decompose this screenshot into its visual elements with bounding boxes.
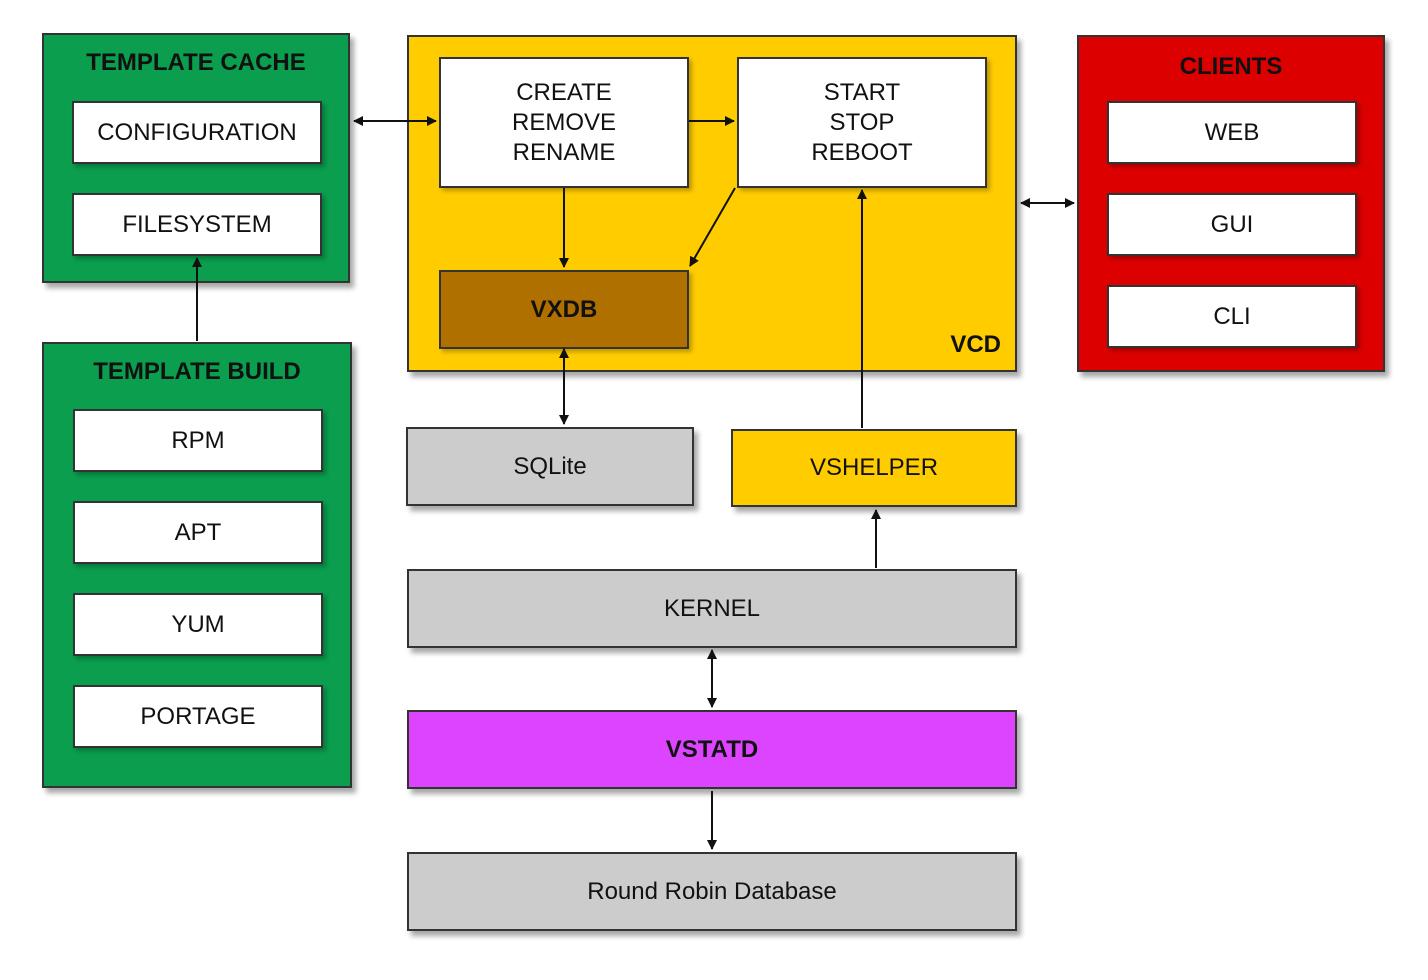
vstatd-box: VSTATD bbox=[407, 710, 1017, 789]
portage-label: PORTAGE bbox=[140, 702, 256, 730]
gui-label: GUI bbox=[1210, 210, 1254, 238]
cli-box: CLI bbox=[1107, 285, 1357, 348]
kernel-label: KERNEL bbox=[663, 594, 761, 622]
clients-group: CLIENTS WEB GUI CLI bbox=[1077, 35, 1385, 372]
vxdb-box: VXDB bbox=[439, 270, 689, 349]
apt-box: APT bbox=[73, 501, 323, 564]
sqlite-box: SQLite bbox=[406, 427, 694, 506]
rpm-label: RPM bbox=[171, 426, 225, 454]
op-stop: STOP bbox=[829, 108, 895, 136]
rrd-box: Round Robin Database bbox=[407, 852, 1017, 931]
create-remove-rename-box: CREATE REMOVE RENAME bbox=[439, 57, 689, 188]
vxdb-label: VXDB bbox=[530, 295, 598, 323]
op-reboot: REBOOT bbox=[811, 138, 913, 166]
template-build-group: TEMPLATE BUILD RPM APT YUM PORTAGE bbox=[42, 342, 352, 788]
rpm-box: RPM bbox=[73, 409, 323, 472]
kernel-box: KERNEL bbox=[407, 569, 1017, 648]
yum-label: YUM bbox=[171, 610, 225, 638]
rrd-label: Round Robin Database bbox=[587, 877, 837, 905]
filesystem-box: FILESYSTEM bbox=[72, 193, 322, 256]
template-cache-group: TEMPLATE CACHE CONFIGURATION FILESYSTEM bbox=[42, 33, 350, 283]
vcd-group: CREATE REMOVE RENAME START STOP REBOOT V… bbox=[407, 35, 1017, 372]
filesystem-label: FILESYSTEM bbox=[122, 210, 272, 238]
template-cache-title: TEMPLATE CACHE bbox=[86, 49, 306, 76]
op-rename: RENAME bbox=[512, 138, 616, 166]
op-create: CREATE bbox=[516, 78, 612, 106]
sqlite-label: SQLite bbox=[513, 452, 587, 480]
vshelper-label: VSHELPER bbox=[809, 454, 939, 481]
web-label: WEB bbox=[1204, 118, 1260, 146]
portage-box: PORTAGE bbox=[73, 685, 323, 748]
configuration-label: CONFIGURATION bbox=[97, 118, 297, 146]
yum-box: YUM bbox=[73, 593, 323, 656]
op-remove: REMOVE bbox=[511, 108, 616, 136]
clients-title: CLIENTS bbox=[1179, 53, 1283, 80]
op-start: START bbox=[823, 78, 901, 106]
template-build-title: TEMPLATE BUILD bbox=[93, 358, 301, 385]
web-box: WEB bbox=[1107, 101, 1357, 164]
vstatd-label: VSTATD bbox=[665, 735, 759, 763]
apt-label: APT bbox=[174, 518, 222, 546]
vcd-label: VCD bbox=[950, 331, 1001, 358]
start-stop-reboot-box: START STOP REBOOT bbox=[737, 57, 987, 188]
cli-label: CLI bbox=[1213, 302, 1251, 330]
configuration-box: CONFIGURATION bbox=[72, 101, 322, 164]
vshelper-box: VSHELPER bbox=[731, 429, 1017, 507]
gui-box: GUI bbox=[1107, 193, 1357, 256]
